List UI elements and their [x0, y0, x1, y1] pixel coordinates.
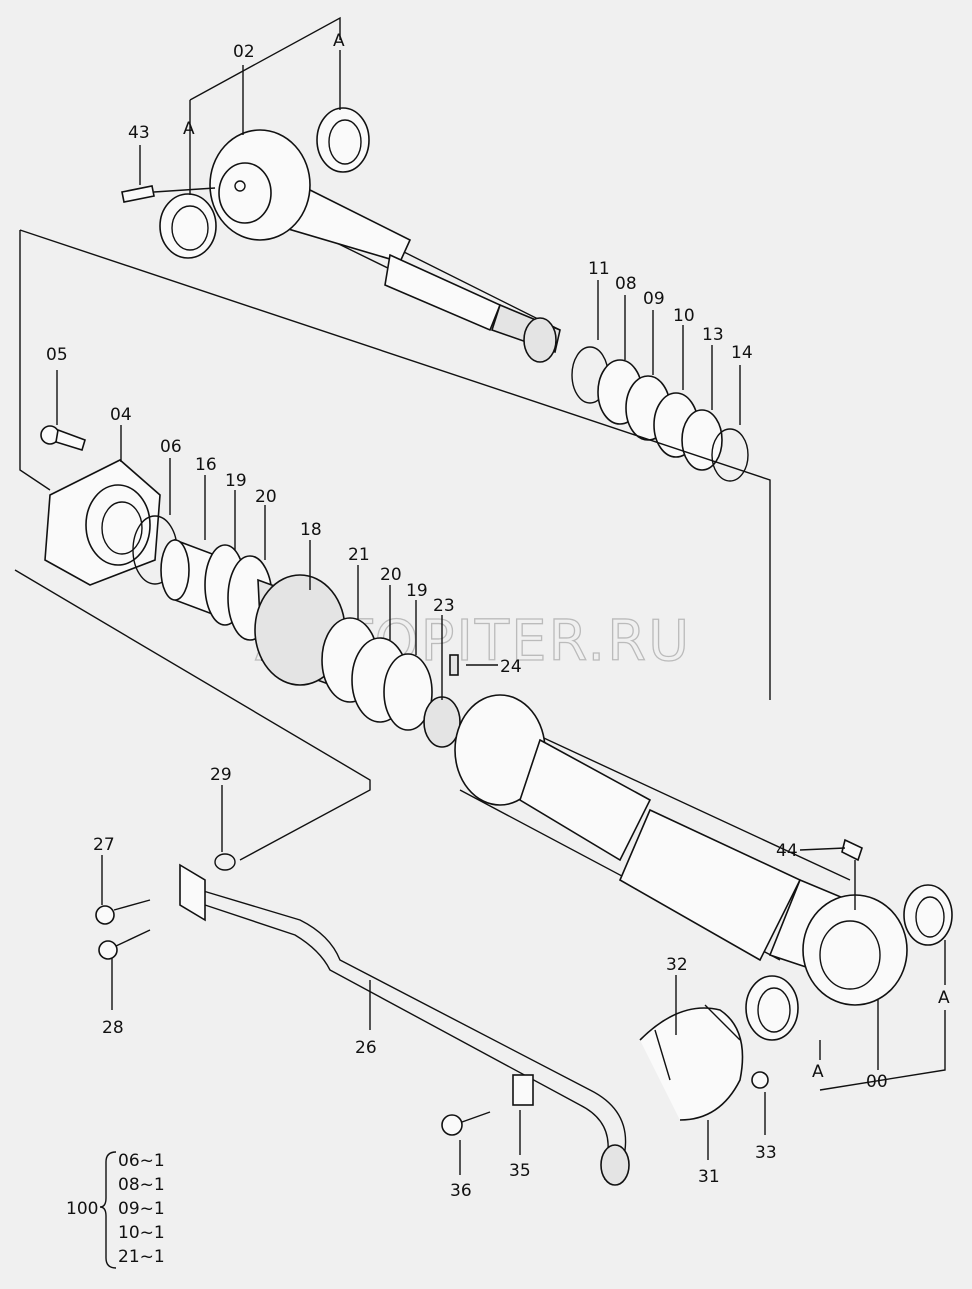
callout-29: 29	[210, 765, 232, 785]
callout-35: 35	[509, 1161, 531, 1181]
callout-21: 21	[348, 545, 370, 565]
callout-16: 16	[195, 455, 217, 475]
seal-kit-legend: 100 06~1 08~1 09~1 10~1 21~1	[66, 1151, 165, 1269]
callout-36: 36	[450, 1181, 472, 1201]
callout-08: 08	[615, 274, 637, 294]
callout-31: 31	[698, 1167, 720, 1187]
callout-labels: 02 A A 43 11 08 09 10 13 14 05 04 06 16 …	[46, 31, 950, 1201]
cylinder-head	[44, 459, 161, 586]
callout-32: 32	[666, 955, 688, 975]
callout-02: 02	[233, 42, 255, 62]
bolt-05	[40, 425, 86, 452]
bushing-bottom-left	[745, 975, 799, 1041]
grease-fitting-44	[799, 838, 863, 910]
callout-26: 26	[355, 1038, 377, 1058]
grease-fitting-43	[121, 185, 216, 203]
callout-14: 14	[731, 343, 753, 363]
callout-43: 43	[128, 123, 150, 143]
callout-05: 05	[46, 345, 68, 365]
callout-27: 27	[93, 835, 115, 855]
seal-kit-item: 06~1	[118, 1151, 165, 1171]
callout-13: 13	[702, 325, 724, 345]
callout-23: 23	[433, 596, 455, 616]
callout-a-left: A	[183, 119, 195, 139]
callout-44: 44	[776, 841, 798, 861]
piston-assembly	[160, 538, 461, 748]
callout-06: 06	[160, 437, 182, 457]
seal-kit-number: 100	[66, 1199, 98, 1219]
cylinder-tube	[454, 694, 908, 1006]
callout-11: 11	[588, 259, 610, 279]
callout-a-bottom-right: A	[938, 988, 950, 1008]
callout-a-bottom-left: A	[812, 1062, 824, 1082]
callout-09: 09	[643, 289, 665, 309]
callout-28: 28	[102, 1018, 124, 1038]
bushing-bottom-right	[903, 884, 953, 946]
callout-24: 24	[500, 657, 522, 677]
seal-kit-item: 21~1	[118, 1247, 165, 1267]
seal-kit-item: 10~1	[118, 1223, 165, 1243]
callout-19-left: 19	[225, 471, 247, 491]
leader-lines	[14, 16, 946, 1175]
callout-a-top: A	[333, 31, 345, 51]
pipe-assembly	[95, 853, 630, 1186]
callout-20-right: 20	[380, 565, 402, 585]
callout-00: 00	[866, 1072, 888, 1092]
rod-seal-rings	[571, 346, 749, 482]
seal-kit-item: 09~1	[118, 1199, 165, 1219]
seal-kit-item: 08~1	[118, 1175, 165, 1195]
callout-18: 18	[300, 520, 322, 540]
piston-rod	[209, 129, 561, 363]
callout-19-right: 19	[406, 581, 428, 601]
bushing-top-left	[159, 193, 217, 259]
callout-33: 33	[755, 1143, 777, 1163]
clamp-assembly	[441, 1004, 769, 1136]
bushing-top-right	[316, 107, 370, 173]
callout-04: 04	[110, 405, 132, 425]
callout-10: 10	[673, 306, 695, 326]
callout-20-left: 20	[255, 487, 277, 507]
